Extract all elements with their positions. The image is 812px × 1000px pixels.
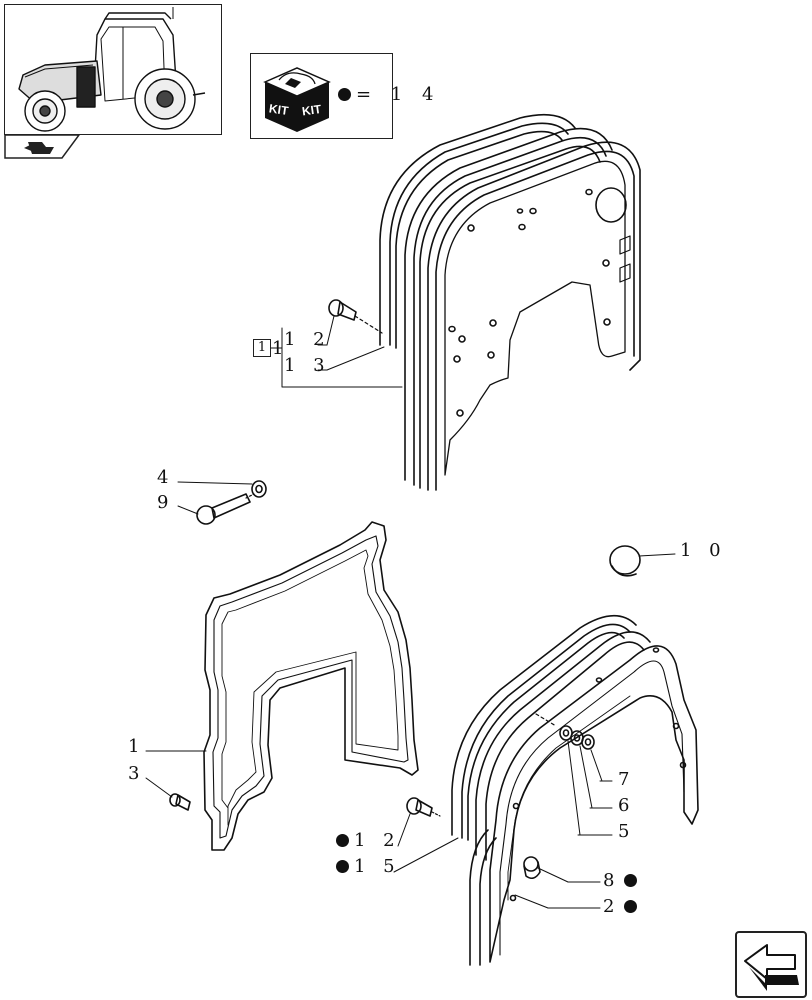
- lower-seal-assembly: [451, 614, 699, 966]
- next-page-arrow-icon: [744, 944, 799, 991]
- kit-box-icon: KIT KIT: [263, 67, 331, 132]
- svg-text:KIT: KIT: [301, 102, 323, 119]
- callout-3[interactable]: 3: [128, 763, 146, 784]
- callout-8-label: 8: [603, 870, 621, 891]
- gasket-plate: [203, 521, 419, 851]
- bullet-icon: [624, 874, 638, 887]
- bullet-icon: [624, 900, 638, 913]
- reference-trailing: 1: [272, 338, 290, 359]
- next-page-button[interactable]: [735, 931, 807, 998]
- callout-13[interactable]: 1 3: [284, 355, 331, 376]
- tractor-thumbnail-frame[interactable]: [4, 4, 222, 135]
- bullet-icon: [336, 834, 349, 847]
- callout-1[interactable]: 1: [128, 736, 146, 757]
- kit-legend-value: = 1 4: [356, 84, 441, 105]
- svg-text:KIT: KIT: [268, 101, 290, 118]
- washer-stack: [559, 725, 595, 750]
- callout-10[interactable]: 1 0: [680, 540, 727, 561]
- callout-15-label: 1 5: [354, 856, 401, 877]
- callout-12-bottom-label: 1 2: [354, 830, 401, 851]
- callout-6[interactable]: 6: [618, 795, 636, 816]
- bolt-lower: [406, 797, 441, 817]
- plug-cap: [609, 545, 641, 577]
- callout-15[interactable]: 1 5: [336, 858, 401, 876]
- bolt-small: [169, 793, 191, 811]
- bullet-icon: [338, 88, 351, 101]
- spacer-sleeve: [523, 856, 541, 880]
- callout-2-label: 2: [603, 896, 621, 917]
- kit-legend-frame: KIT KIT: [250, 53, 393, 139]
- leader-lines: [145, 315, 676, 909]
- callout-4[interactable]: 4: [157, 467, 175, 488]
- bolt-washer-set: [196, 480, 267, 525]
- callout-9[interactable]: 9: [157, 492, 175, 513]
- callout-5[interactable]: 5: [618, 821, 636, 842]
- upper-seal-assembly: [379, 113, 641, 491]
- bolt-upper: [328, 299, 383, 334]
- section-nav-tab[interactable]: [4, 134, 81, 160]
- callout-8[interactable]: 8: [603, 872, 642, 890]
- tractor-thumbnail-icon: [18, 7, 206, 132]
- reference-box-label: 1: [257, 340, 267, 355]
- bullet-icon: [336, 860, 349, 873]
- callout-12-bottom[interactable]: 1 2: [336, 832, 401, 850]
- callout-7[interactable]: 7: [618, 769, 636, 790]
- reference-box[interactable]: 1: [253, 339, 271, 357]
- kit-legend-text: = 1 4: [338, 84, 440, 105]
- section-nav-icon: [4, 134, 81, 159]
- callout-2[interactable]: 2: [603, 898, 642, 916]
- callout-12-top[interactable]: 1 2: [284, 329, 331, 350]
